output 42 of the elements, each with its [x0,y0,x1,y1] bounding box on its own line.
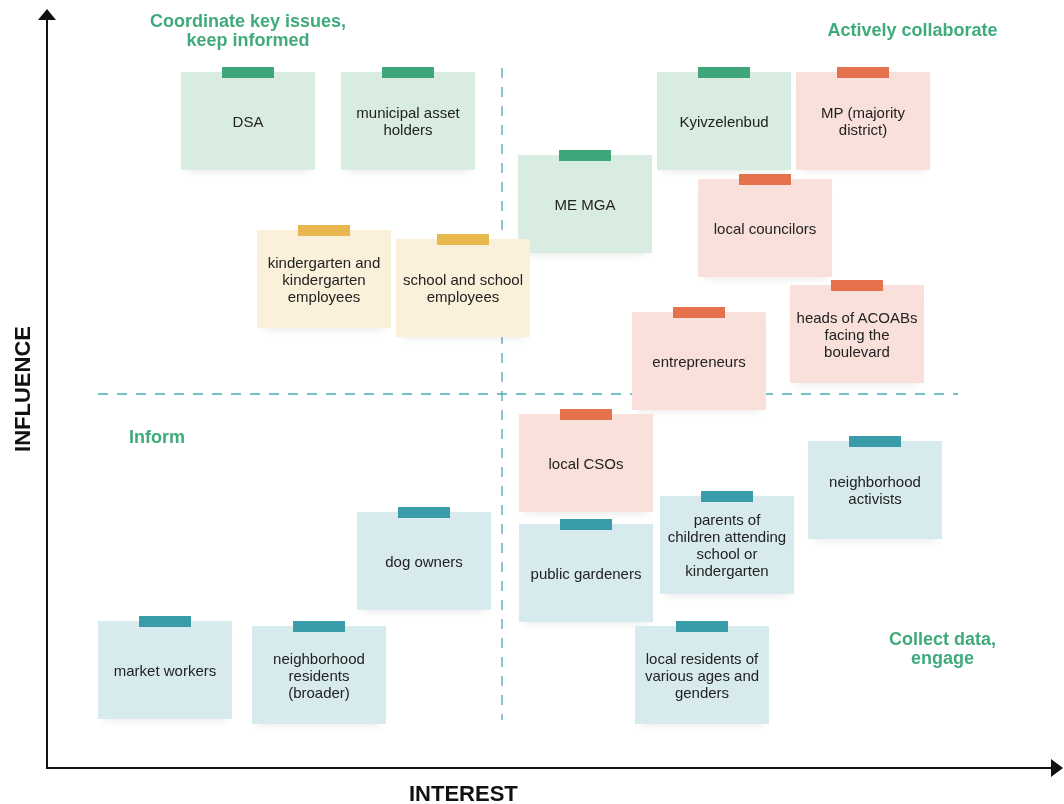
sticky-note [796,67,930,170]
sticky-note [632,307,766,410]
sticky-note [657,67,791,170]
quadrant-title: Actively collaborate [826,21,999,40]
sticky-note [519,519,653,622]
sticky-note [341,67,475,170]
axis-title: INTEREST [409,782,519,804]
sticky-note [257,225,391,328]
note-text: local councilors [712,219,818,237]
note-text: local residents of various ages and genders [643,649,761,701]
sticky-note [396,234,530,337]
note-text: MP (majority district) [820,104,906,138]
note-text: entrepreneurs [651,352,747,370]
note-text: school and school employees [401,271,525,305]
sticky-note [357,507,491,610]
sticky-note [98,616,232,719]
note-text: kindergarten and kindergarten employees [266,253,382,305]
quadrant-title: Coordinate key issues, keep informed [148,12,348,50]
note-text: Kyivzelenbud [678,112,770,130]
sticky-note [698,174,832,277]
sticky-note [519,409,653,512]
sticky-note [660,491,794,594]
sticky-note [808,436,942,539]
sticky-note [252,621,386,724]
quadrant-title: Collect data, engage [888,630,997,668]
sticky-note [635,621,769,724]
note-text: parents of children attending school or kindergarten [666,511,788,579]
note-text: public gardeners [529,564,643,582]
sticky-note [518,150,652,253]
note-text: neighborhood residents (broader) [272,649,366,701]
quadrant-title: Inform [128,428,186,447]
note-text: neighborhood activists [828,473,922,507]
note-text: market workers [112,661,218,679]
note-text: municipal asset holders [355,104,461,138]
note-text: heads of ACOABs facing the boulevard [795,308,919,360]
note-text: DSA [231,112,265,130]
note-text: ME MGA [553,195,617,213]
note-text: dog owners [384,552,464,570]
sticky-note [181,67,315,170]
axis-title: INFLUENCE [11,326,35,452]
note-text: local CSOs [547,454,625,472]
sticky-note [790,280,924,383]
